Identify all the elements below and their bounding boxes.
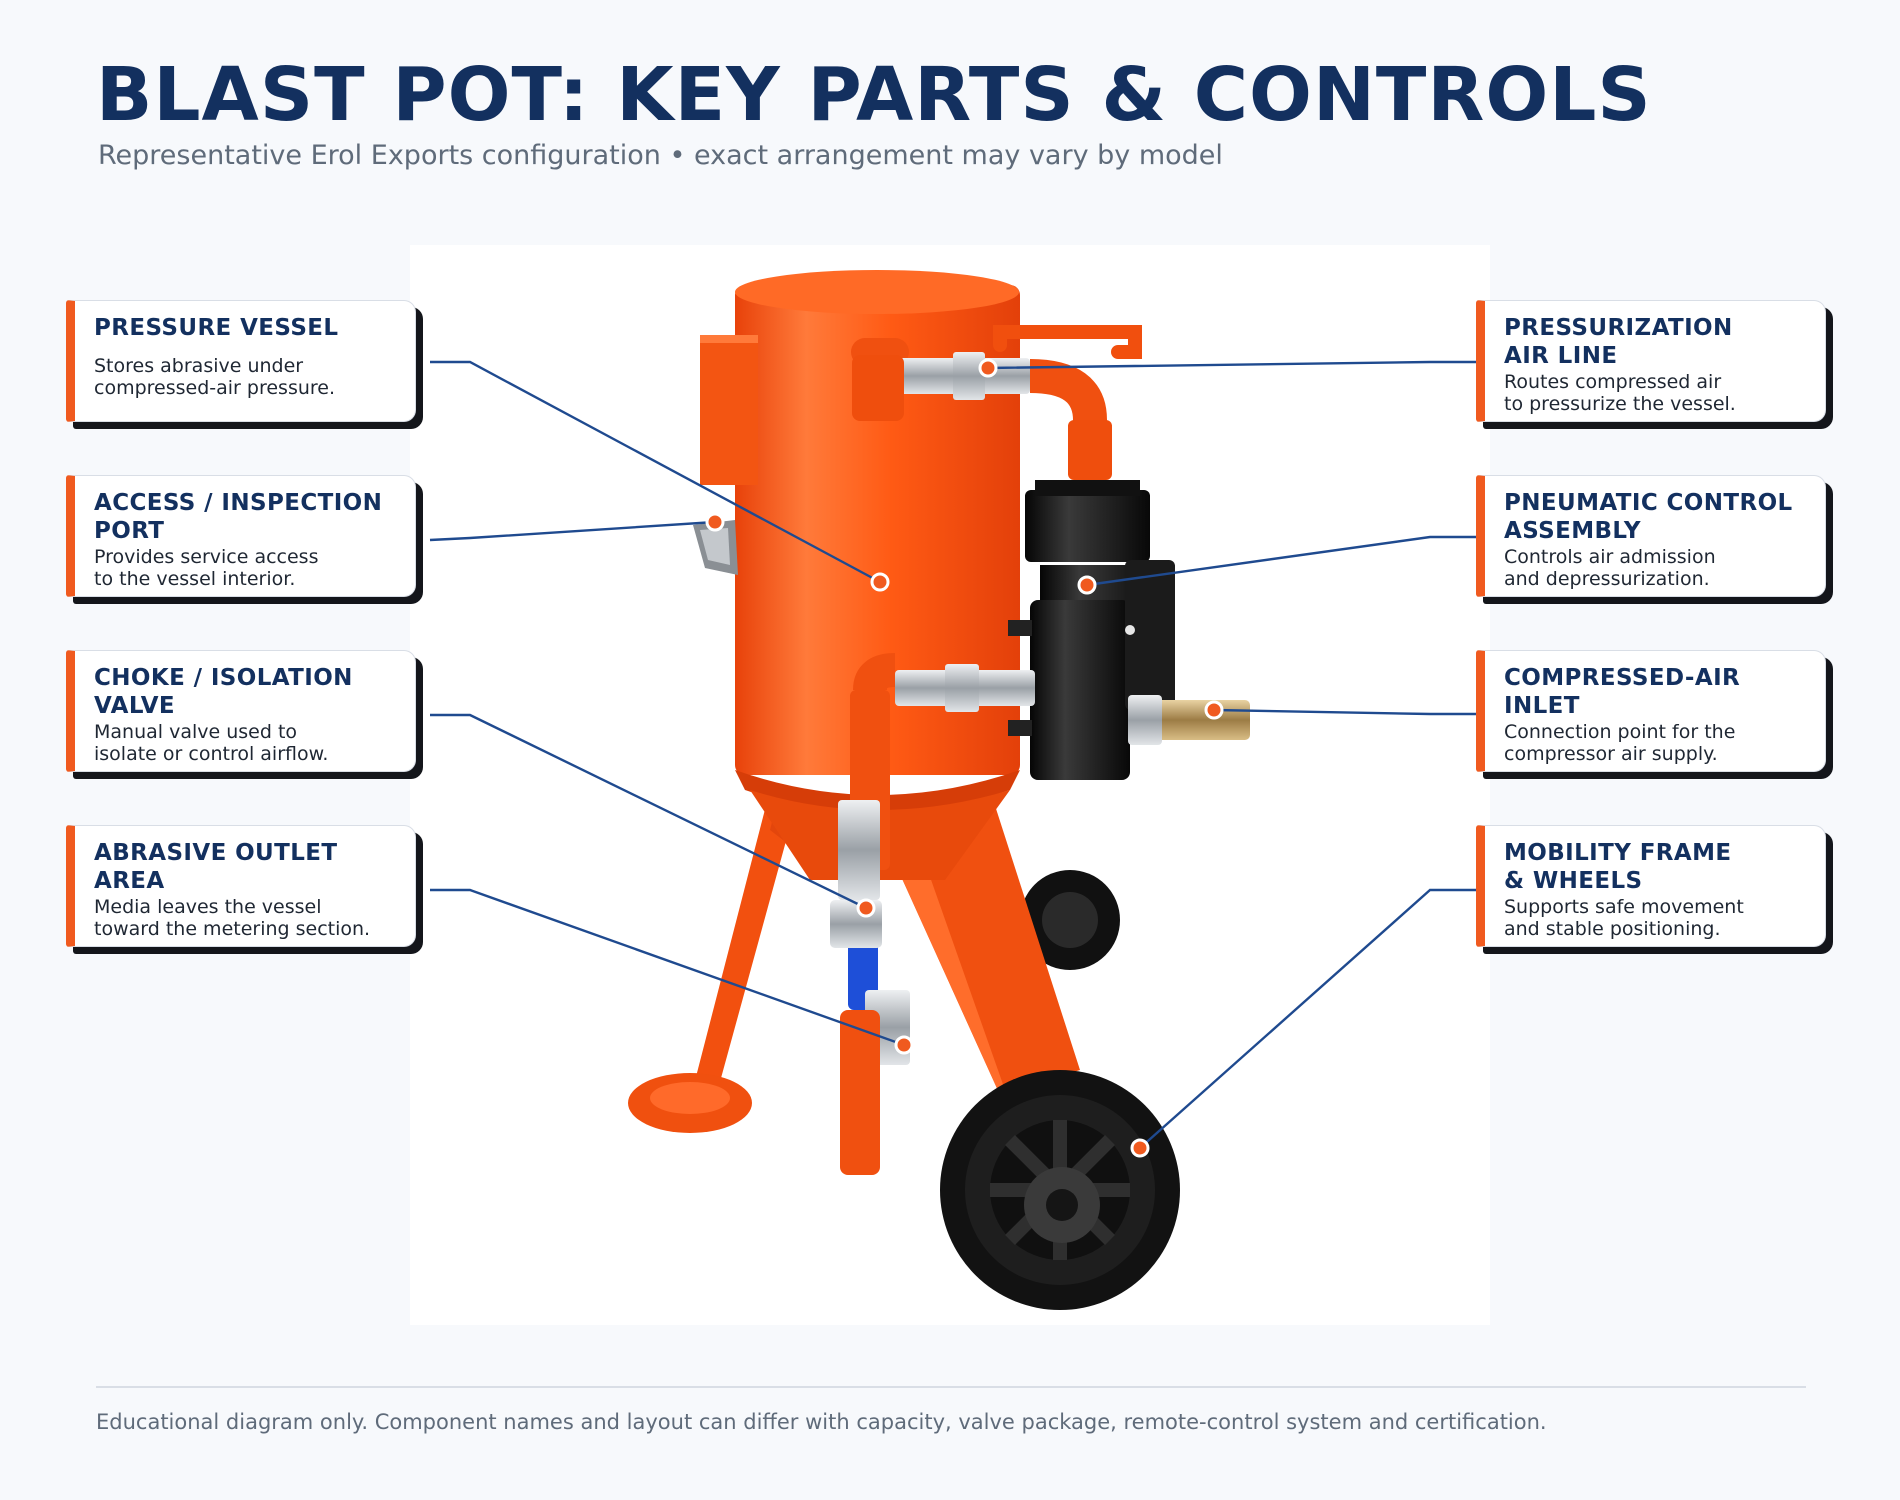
callout-title-line: AREA [94,868,165,894]
callout-pressurization-line: PRESSURIZATION AIR LINE Routes compresse… [1476,300,1826,422]
callout-abrasive-outlet: ABRASIVE OUTLET AREA Media leaves the ve… [66,825,416,947]
callout-title-line: CHOKE / ISOLATION [94,665,353,691]
callout-desc-line: to pressurize the vessel. [1504,393,1736,415]
callout-desc-line: Media leaves the vessel [94,896,322,918]
callout-title-line: PORT [94,518,165,544]
callout-access-port: ACCESS / INSPECTION PORT Provides servic… [66,475,416,597]
callout-desc-line: Stores abrasive under [94,355,304,377]
callout-choke-valve: CHOKE / ISOLATION VALVE Manual valve use… [66,650,416,772]
callout-title-line: & WHEELS [1504,868,1643,894]
callout-desc-line: to the vessel interior. [94,568,296,590]
callout-title: PRESSURE VESSEL [94,315,339,341]
callout-desc-line: Provides service access [94,546,319,568]
choke-valve-body [838,800,880,900]
callout-desc-line: and stable positioning. [1504,918,1721,940]
callout-title-line: PNEUMATIC CONTROL [1504,490,1793,516]
page-title: BLAST POT: KEY PARTS & CONTROLS [96,52,1652,138]
callout-title-line: MOBILITY FRAME [1504,840,1732,866]
page-subtitle: Representative Erol Exports configuratio… [98,140,1223,171]
callout-desc-line: compressor air supply. [1504,743,1718,765]
callout-desc-line: Connection point for the [1504,721,1736,743]
callout-desc-line: Supports safe movement [1504,896,1744,918]
footer-note: Educational diagram only. Component name… [96,1410,1547,1434]
callout-title-line: PRESSURIZATION [1504,315,1733,341]
callout-pneumatic-control: PNEUMATIC CONTROL ASSEMBLY Controls air … [1476,475,1826,597]
callout-title-line: ACCESS / INSPECTION [94,490,383,516]
callout-mobility-frame: MOBILITY FRAME & WHEELS Supports safe mo… [1476,825,1826,947]
callout-title-line: AIR LINE [1504,343,1618,369]
top-coupling [953,352,985,400]
callout-desc-line: compressed-air pressure. [94,377,336,399]
callout-title-line: VALVE [94,693,176,719]
callout-desc-line: Manual valve used to [94,721,298,743]
callout-desc-line: isolate or control airflow. [94,743,329,765]
callout-desc-line: toward the metering section. [94,918,371,940]
pneumatic-control [1025,490,1150,562]
callout-desc-line: and depressurization. [1504,568,1710,590]
callout-title-line: ASSEMBLY [1504,518,1641,544]
handle [993,325,1142,359]
callout-pressure-vessel: PRESSURE VESSEL Stores abrasive under co… [66,300,416,422]
callout-title-line: INLET [1504,693,1580,719]
callout-desc-line: Controls air admission [1504,546,1716,568]
callout-title-line: COMPRESSED-AIR [1504,665,1741,691]
callout-air-inlet: COMPRESSED-AIR INLET Connection point fo… [1476,650,1826,772]
footer-divider [96,1386,1806,1388]
callout-desc-line: Routes compressed air [1504,371,1722,393]
abrasive-outlet [840,1010,880,1175]
callout-title-line: ABRASIVE OUTLET [94,840,338,866]
blast-pot-image [410,245,1490,1325]
